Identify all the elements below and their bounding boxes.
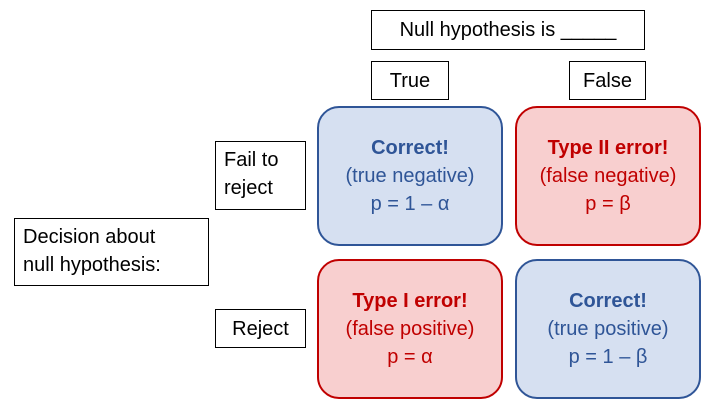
column-label-false: False [569,61,646,100]
cell-title: Correct! [371,137,449,159]
cell-detail: (true positive) [547,318,669,340]
decision-axis-label: Decision about null hypothesis: [14,218,209,286]
cell-probability: p = 1 – β [568,346,648,368]
cell-true-negative: Correct! (true negative) p = 1 – α [317,106,503,246]
row-label-reject: Reject [215,309,306,348]
cell-detail: (false negative) [539,165,677,187]
cell-false-positive: Type I error! (false positive) p = α [317,259,503,399]
cell-title: Type I error! [352,290,468,312]
cell-probability: p = β [585,193,631,215]
row-label-fail-to-reject: Fail to reject [215,141,306,210]
cell-probability: p = 1 – α [370,193,450,215]
column-label-true: True [371,61,449,100]
cell-true-positive: Correct! (true positive) p = 1 – β [515,259,701,399]
null-hypothesis-title: Null hypothesis is _____ [399,19,617,41]
cell-probability: p = α [387,346,433,368]
null-hypothesis-header: Null hypothesis is _____ [371,10,645,50]
cell-title: Type II error! [547,137,669,159]
cell-title: Correct! [569,290,647,312]
cell-false-negative: Type II error! (false negative) p = β [515,106,701,246]
cell-detail: (true negative) [345,165,475,187]
cell-detail: (false positive) [345,318,475,340]
